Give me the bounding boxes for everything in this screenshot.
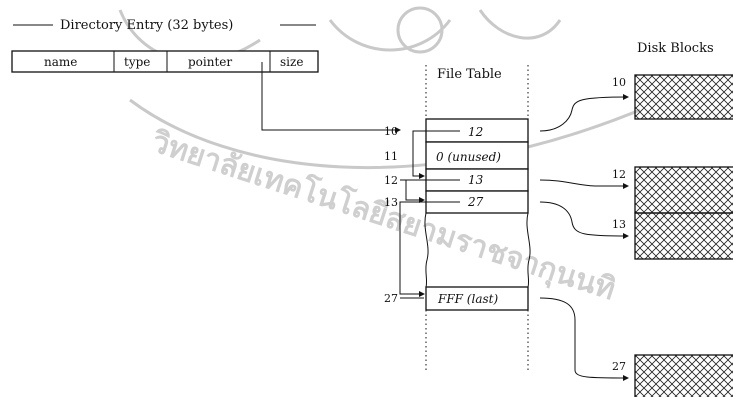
block-label: 12 — [612, 168, 626, 181]
disk-block — [635, 75, 733, 119]
field-pointer: pointer — [188, 55, 232, 69]
directory-entry: Directory Entry (32 bytes) name type poi… — [12, 18, 318, 72]
directory-entry-title: Directory Entry (32 bytes) — [60, 18, 233, 33]
file-table-entry: 27 — [467, 195, 484, 209]
file-table-entry: 13 — [468, 173, 484, 187]
row-index-label: 12 — [384, 174, 398, 187]
file-table-entry: FFF (last) — [437, 292, 498, 306]
file-table-entry: 12 — [468, 125, 483, 139]
field-name: name — [44, 55, 77, 69]
disk-block — [635, 213, 733, 259]
row-index-label: 10 — [384, 125, 398, 138]
row-index-label: 13 — [384, 196, 398, 209]
disk-blocks: Disk Blocks 10 12 13 27 — [612, 41, 733, 397]
field-type: type — [124, 55, 150, 69]
file-table-title: File Table — [437, 67, 502, 82]
disk-blocks-title: Disk Blocks — [637, 41, 714, 56]
block-label: 27 — [612, 360, 626, 373]
block-label: 10 — [612, 76, 626, 89]
file-table-entry: 0 (unused) — [436, 150, 501, 164]
block-label: 13 — [612, 218, 626, 231]
disk-block — [635, 355, 733, 397]
field-size: size — [280, 55, 303, 69]
row-index-label: 27 — [384, 292, 398, 305]
disk-block — [635, 167, 733, 213]
row-index-label: 11 — [384, 150, 398, 163]
